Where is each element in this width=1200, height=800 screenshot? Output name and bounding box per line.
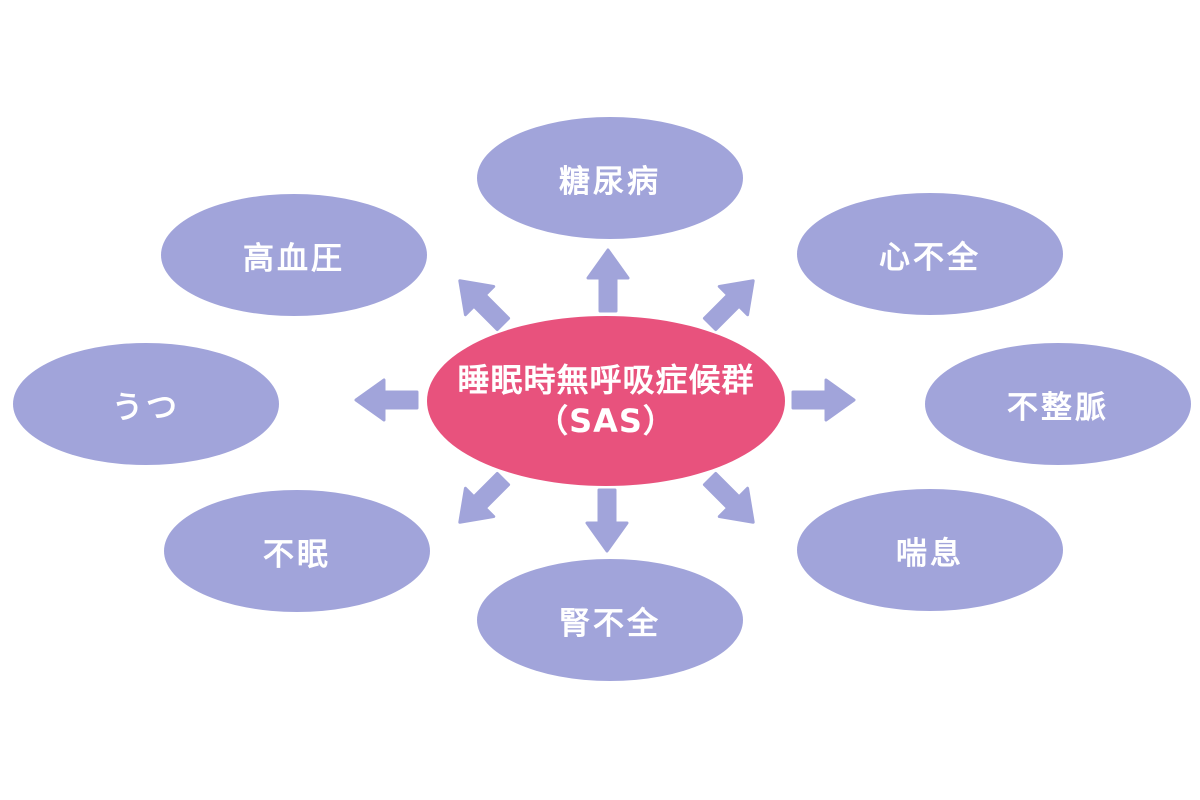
arrow-down-icon — [583, 488, 631, 554]
center-label-line2: （SAS） — [536, 402, 676, 440]
node-asthma-label: 喘息 — [896, 535, 964, 572]
arrow-left-icon — [353, 376, 419, 424]
node-heart-failure: 心不全 — [797, 193, 1063, 315]
node-depression: うつ — [13, 343, 279, 465]
node-insomnia: 不眠 — [164, 490, 430, 612]
arrow-up-icon — [584, 247, 632, 313]
node-heart-failure-label: 心不全 — [879, 239, 981, 276]
arrow-up-right-icon — [692, 262, 773, 343]
arrow-up-left-icon — [441, 262, 522, 343]
node-depression-label: うつ — [112, 389, 180, 426]
node-hypertension: 高血圧 — [161, 194, 427, 316]
arrow-down-right-icon — [692, 461, 773, 542]
arrow-right-icon — [791, 376, 857, 424]
node-diabetes-label: 糖尿病 — [559, 163, 661, 200]
node-asthma: 喘息 — [797, 489, 1063, 611]
arrow-down-left-icon — [441, 461, 522, 542]
center-label-line1: 睡眠時無呼吸症候群 — [457, 361, 755, 400]
node-renal-failure: 腎不全 — [477, 559, 743, 681]
node-arrhythmia: 不整脈 — [925, 343, 1191, 465]
node-arrhythmia-label: 不整脈 — [1007, 389, 1109, 426]
node-insomnia-label: 不眠 — [263, 536, 331, 573]
node-diabetes: 糖尿病 — [477, 117, 743, 239]
node-renal-failure-label: 腎不全 — [559, 605, 661, 642]
node-sas-center: 睡眠時無呼吸症候群 （SAS） — [427, 316, 785, 486]
node-hypertension-label: 高血圧 — [243, 240, 345, 277]
